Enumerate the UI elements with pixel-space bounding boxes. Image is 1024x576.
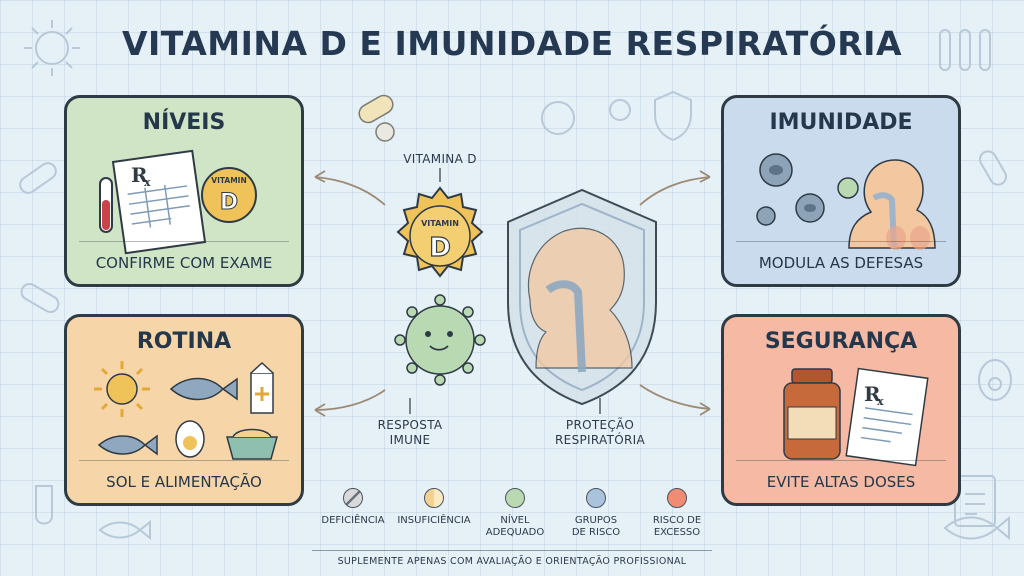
legend-dot <box>343 488 363 508</box>
legend-label: RISCO DE <box>652 515 702 526</box>
svg-text:x: x <box>877 395 884 408</box>
card-rotina-divider <box>79 460 289 461</box>
vitamin-badge-letter: D <box>220 190 238 215</box>
immune-cell-character-icon <box>394 294 486 386</box>
footer-note: SUPLEMENTE APENAS COM AVALIAÇÃO E ORIENT… <box>337 556 687 567</box>
legend-label: DEFICIÊNCIA <box>321 515 385 526</box>
head-profile-icon <box>527 227 633 373</box>
card-imunidade-divider <box>736 241 946 242</box>
legend-item-insuficiencia: INSUFICIÊNCIA <box>394 488 474 527</box>
protection-label-line-1: PROTEÇÃO <box>565 418 635 432</box>
sun-outline-icon <box>24 20 80 76</box>
center-vitamin-d-badge: VITAMIN D <box>396 186 484 278</box>
card-seguranca-title: SEGURANÇA <box>764 329 918 354</box>
rx-symbol: R <box>131 163 148 187</box>
immune-label-line-2: IMUNE <box>389 433 431 447</box>
center-protection-label: PROTEÇÃO RESPIRATÓRIA <box>538 418 662 448</box>
legend-label: EXCESSO <box>653 527 701 538</box>
shield-outline-icon <box>654 90 692 142</box>
immune-label-line-1: RESPOSTA <box>377 418 443 432</box>
legend-dot <box>424 488 444 508</box>
legend-label: INSUFICIÊNCIA <box>397 515 471 526</box>
footer-divider <box>312 550 712 551</box>
rx-symbol: R <box>864 382 881 406</box>
card-seguranca-divider <box>736 460 946 461</box>
card-seguranca: SEGURANÇA R x EVITE ALTAS DOSES <box>721 314 961 506</box>
immune-cells-icon <box>756 153 936 250</box>
respiratory-profile-icon <box>848 159 936 250</box>
card-seguranca-label: EVITE ALTAS DOSES <box>766 473 916 491</box>
center-vitamin-label: VITAMINA D <box>403 152 477 166</box>
egg-icon <box>175 420 205 458</box>
supplement-bottle-icon <box>783 368 841 460</box>
prescription-document-icon: R x <box>845 367 929 467</box>
sun-icon <box>94 361 150 417</box>
fish-icon <box>97 377 238 456</box>
vitamin-badge-text: VITAMIN <box>211 176 246 185</box>
card-niveis-title: NÍVEIS <box>142 110 226 135</box>
card-rotina-title: ROTINA <box>136 329 232 354</box>
document-icon <box>111 149 207 255</box>
card-niveis-label: CONFIRME COM EXAME <box>95 254 273 272</box>
test-tubes-icon <box>939 29 991 71</box>
pill-decoration <box>358 94 395 142</box>
legend-dot <box>667 488 687 508</box>
center-vitamin-letter: D <box>429 233 451 263</box>
connector-arrows <box>314 170 711 417</box>
milk-carton-icon <box>250 361 274 414</box>
legend-dot <box>586 488 606 508</box>
svg-text:x: x <box>144 176 151 189</box>
card-niveis-divider <box>79 241 289 242</box>
legend-item-deficiencia: DEFICIÊNCIA <box>313 488 393 527</box>
card-rotina: ROTINA SOL E ALIMENTAÇÃO <box>64 314 304 506</box>
capsule-outline-icon <box>19 150 1007 313</box>
card-imunidade: IMUNIDADE MODULA AS DEFESAS <box>721 95 961 287</box>
legend-item-grupos-de-risco: GRUPOS DE RISCO <box>556 488 636 539</box>
legend-item-nivel-adequado: NÍVEL ADEQUADO <box>475 488 555 539</box>
center-vitamin-text: VITAMIN <box>421 219 459 228</box>
protection-label-line-2: RESPIRATÓRIA <box>555 433 645 447</box>
test-tube-icon <box>99 177 113 233</box>
legend-dot <box>505 488 525 508</box>
page-title: VITAMINA D E IMUNIDADE RESPIRATÓRIA <box>121 24 902 63</box>
fish-outline-icon <box>98 515 1010 541</box>
legend-label: GRUPOS <box>574 515 618 526</box>
sun-and-food-icons <box>94 361 278 460</box>
food-bowl-icon <box>226 428 278 460</box>
lab-report-icon: R x VITAMIN D <box>99 149 257 255</box>
legend-label: ADEQUADO <box>485 527 545 538</box>
legend-label: DE RISCO <box>571 527 621 538</box>
card-imunidade-title: IMUNIDADE <box>769 110 913 135</box>
card-imunidade-label: MODULA AS DEFESAS <box>758 254 924 272</box>
legend-label: NÍVEL <box>500 515 530 526</box>
vitamin-d-badge: VITAMIN D <box>201 167 257 223</box>
virus-outline-icon <box>541 99 631 135</box>
card-rotina-label: SOL E ALIMENTAÇÃO <box>106 473 262 491</box>
egg-outline-icon <box>978 359 1012 401</box>
supplement-warning-icons: R x <box>783 367 929 467</box>
flask-outline-icon <box>35 485 53 525</box>
card-niveis: NÍVEIS R x VITAMIN D CONFIRME COM EXAME <box>64 95 304 287</box>
center-immune-label: RESPOSTA IMUNE <box>360 418 460 448</box>
legend-item-risco-de-excesso: RISCO DE EXCESSO <box>637 488 717 539</box>
